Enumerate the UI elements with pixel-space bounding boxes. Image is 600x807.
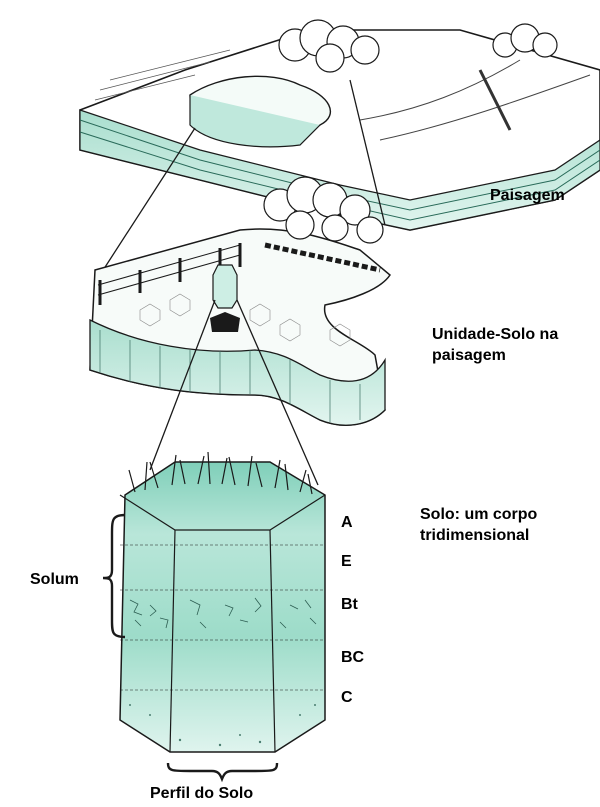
label-soil-body-line2: tridimensional <box>420 526 529 546</box>
label-soil-profile: Perfil do Solo <box>150 784 253 804</box>
profile-brace <box>168 763 277 779</box>
label-landscape: Paisagem <box>490 186 565 206</box>
label-soil-body-line1: Solo: um corpo <box>420 505 537 525</box>
label-solum: Solum <box>30 570 79 590</box>
horizon-label-bt: Bt <box>341 595 358 615</box>
label-soil-unit-line2: paisagem <box>432 346 506 366</box>
soil-unit-block <box>90 177 390 425</box>
horizon-label-bc: BC <box>341 648 364 668</box>
horizon-label-c: C <box>341 688 353 708</box>
horizon-label-a: A <box>341 513 353 533</box>
horizon-label-e: E <box>341 552 352 572</box>
soil-profile-prism <box>120 452 325 752</box>
label-soil-unit-line1: Unidade-Solo na <box>432 325 558 345</box>
